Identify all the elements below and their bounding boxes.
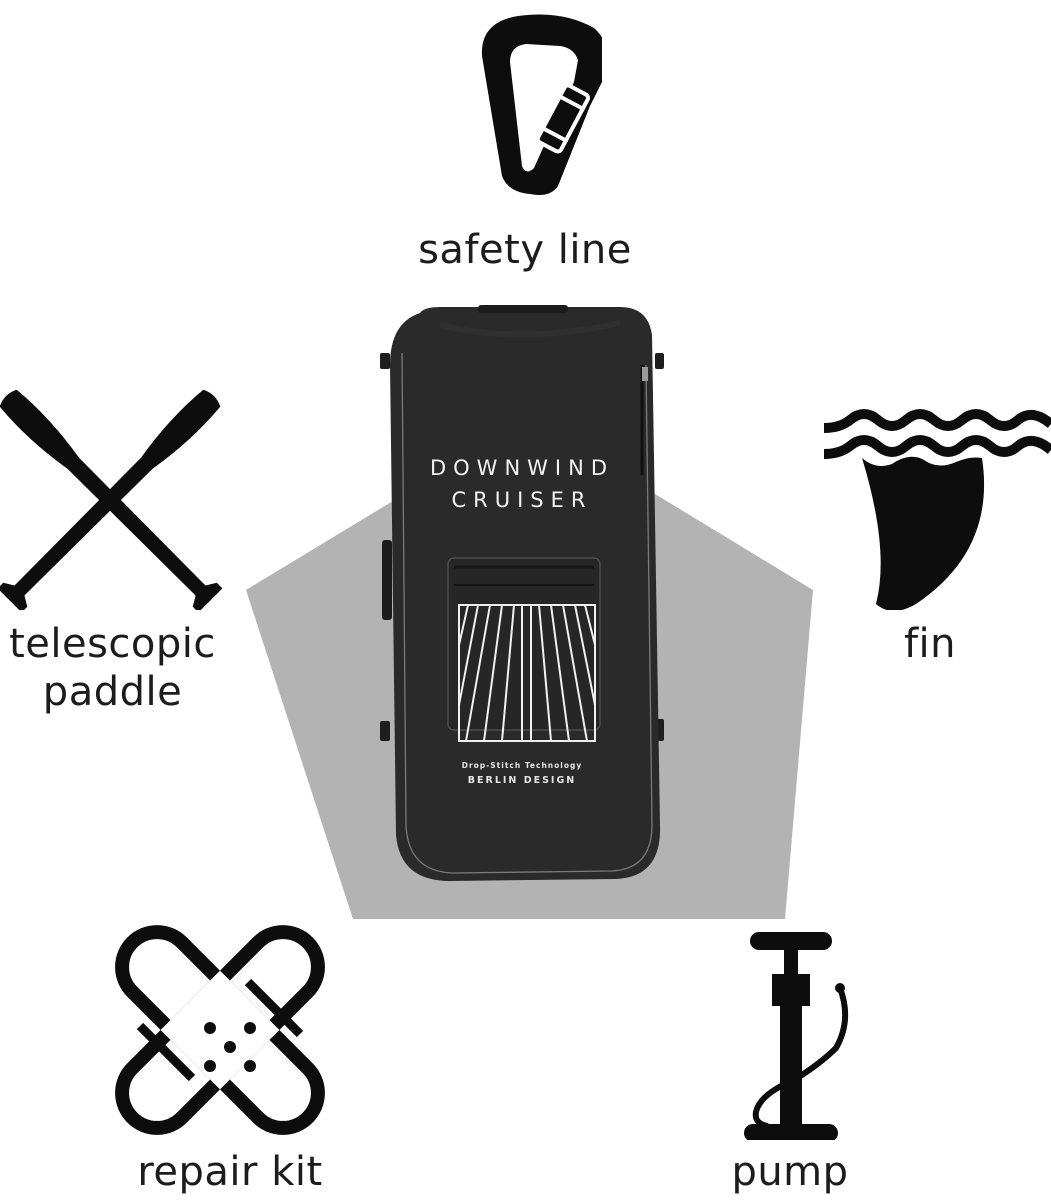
carabiner-icon bbox=[481, 14, 602, 195]
fin-waves-icon bbox=[823, 409, 1051, 610]
bag-title-line2: CRUISER bbox=[451, 488, 593, 512]
label-safety-line: safety line bbox=[418, 227, 632, 273]
bag-brand: BERLIN DESIGN bbox=[467, 775, 577, 786]
bag-body-shape bbox=[380, 305, 664, 881]
item-fin bbox=[820, 400, 1051, 610]
crossed-paddles-icon bbox=[0, 390, 223, 610]
label-pump: pump bbox=[731, 1149, 849, 1195]
label-telescopic-paddle-line2: paddle bbox=[42, 669, 183, 715]
backpack-bag: DOWNWIND CRUISER Drop-Stitch Technology … bbox=[380, 305, 664, 885]
pump-icon bbox=[744, 932, 849, 1140]
label-telescopic-paddle-line1: telescopic bbox=[9, 621, 216, 667]
label-fin: fin bbox=[903, 621, 957, 667]
item-repair-kit bbox=[110, 920, 330, 1140]
bag-title-line1: DOWNWIND bbox=[429, 456, 614, 480]
item-pump bbox=[740, 930, 850, 1140]
label-repair-kit: repair kit bbox=[137, 1149, 323, 1195]
bag-subtitle: Drop-Stitch Technology bbox=[461, 761, 583, 770]
bandage-icon bbox=[115, 925, 325, 1135]
item-safety-line bbox=[462, 8, 602, 198]
item-telescopic-paddle bbox=[0, 390, 230, 610]
